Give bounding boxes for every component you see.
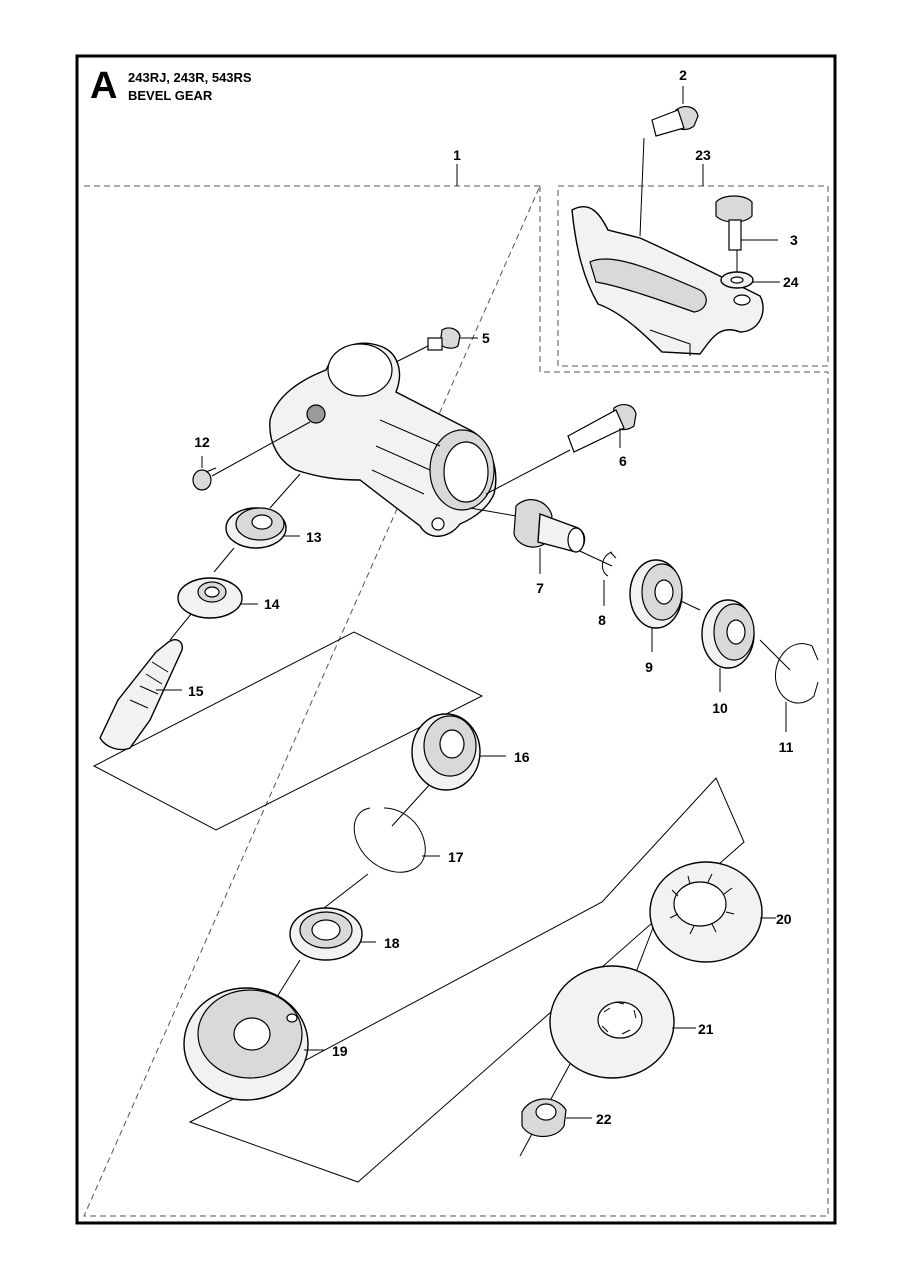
callout-16: 16 [514, 749, 530, 765]
callout-13: 13 [306, 529, 322, 545]
callout-11: 11 [779, 739, 794, 755]
washer-24 [720, 250, 780, 289]
bearing-10 [701, 599, 755, 692]
assembly-23-boundary [557, 185, 829, 367]
callout-5: 5 [482, 330, 490, 346]
subgroup-box-upper [92, 631, 484, 831]
nut-22 [521, 1098, 592, 1138]
circlip-8 [602, 551, 617, 606]
callout-24: 24 [783, 274, 799, 290]
callout-18: 18 [384, 935, 400, 951]
callout-17: 17 [448, 849, 464, 865]
bracket-23 [571, 205, 764, 356]
bearing-16 [411, 713, 506, 791]
page-frame [75, 54, 837, 1225]
model-list: 243RJ, 243R, 543RS [128, 70, 252, 85]
callout-19: 19 [332, 1043, 348, 1059]
callout-14: 14 [264, 596, 280, 612]
bearing-13 [225, 507, 300, 549]
callout-9: 9 [645, 659, 653, 675]
page-title: BEVEL GEAR [128, 88, 213, 103]
cover-19 [183, 987, 324, 1101]
gear-housing [269, 342, 497, 537]
callout-3: 3 [790, 232, 798, 248]
callout-20: 20 [776, 911, 792, 927]
plate-21 [549, 965, 696, 1079]
callout-12: 12 [194, 434, 210, 450]
axis-lines-lower [259, 781, 657, 1157]
pinion-7 [513, 499, 586, 574]
screw-3 [715, 195, 778, 251]
callout-6: 6 [619, 453, 627, 469]
section-letter: A [90, 65, 118, 107]
callout-21: 21 [698, 1021, 714, 1037]
axis-lines-upper [169, 473, 791, 671]
callout-23: 23 [695, 147, 711, 163]
shaft-15 [99, 639, 183, 751]
callout-15: 15 [188, 683, 204, 699]
seal-18 [289, 907, 376, 961]
bearing-9 [629, 559, 683, 652]
callout-8: 8 [598, 612, 606, 628]
washer-14 [177, 577, 258, 619]
callout-22: 22 [596, 1111, 612, 1127]
callout-1: 1 [453, 147, 461, 163]
retaining-ring-11 [774, 643, 819, 732]
ring-17 [353, 807, 440, 873]
callout-2: 2 [679, 67, 687, 83]
screw-12 [192, 421, 311, 491]
toothed-washer-20 [649, 861, 776, 963]
assembly-1-boundary [83, 185, 829, 1217]
screw-5 [395, 327, 478, 363]
screw-2 [639, 86, 699, 237]
bolt-6 [485, 404, 637, 495]
callout-7: 7 [536, 580, 544, 596]
subgroup-box-lower [188, 777, 745, 1183]
callout-10: 10 [712, 700, 728, 716]
